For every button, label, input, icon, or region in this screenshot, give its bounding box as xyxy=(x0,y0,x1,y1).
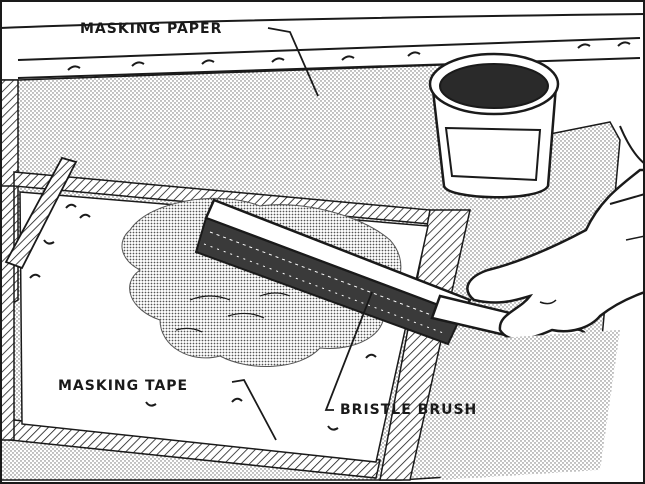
masking-paper-label: MASKING PAPER xyxy=(80,21,222,37)
paint-can-icon xyxy=(430,54,558,197)
bristle-brush-label: BRISTLE BRUSH xyxy=(340,402,477,418)
masking-tape-label: MASKING TAPE xyxy=(58,378,188,394)
